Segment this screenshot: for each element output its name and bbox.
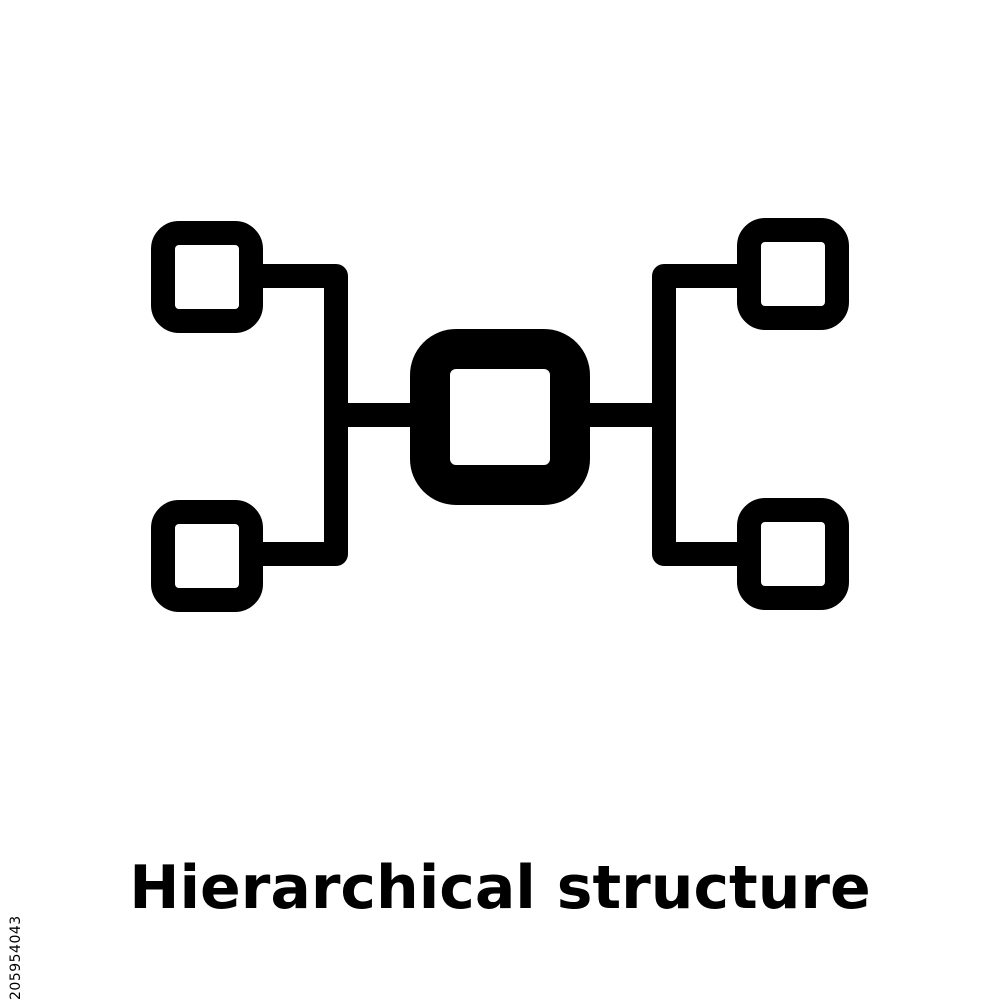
icon-caption: Hierarchical structure [129, 853, 871, 923]
node-bottom-right [737, 498, 849, 610]
node-center [410, 329, 590, 505]
connector-bottom-left [250, 403, 348, 566]
connector-top-left [250, 264, 348, 427]
connector-bottom-right [652, 403, 750, 566]
node-top-right [737, 218, 849, 330]
outer-nodes [151, 218, 849, 612]
connector-top-right [652, 264, 750, 427]
node-bottom-left [151, 500, 263, 612]
connector-lines [250, 264, 750, 566]
node-top-left [151, 221, 263, 333]
